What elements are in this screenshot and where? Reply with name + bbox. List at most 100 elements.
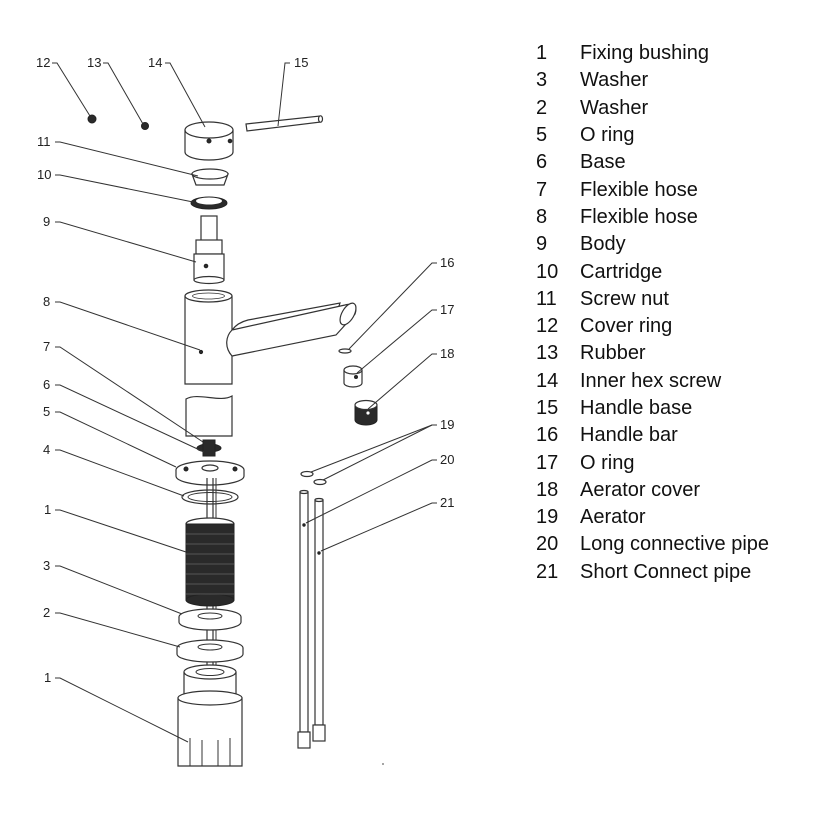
part-13-rubber [141, 122, 149, 130]
legend-number: 16 [536, 424, 559, 447]
callout-8: 8 [43, 294, 50, 309]
legend-number: 3 [536, 69, 548, 92]
legend-part-name: Washer [580, 96, 649, 119]
part-1-fixing-bushing [177, 664, 243, 767]
legend-row: 19 Aerator [536, 504, 826, 531]
legend-part-name: Handle bar [580, 424, 678, 447]
callout-10: 10 [37, 167, 51, 182]
legend-number: 5 [536, 124, 548, 147]
legend-number: 6 [536, 151, 548, 174]
part-16-o-ring [338, 348, 352, 354]
legend-part-name: Flexible hose [580, 178, 698, 201]
legend-number: 14 [536, 369, 559, 392]
callout-15: 15 [294, 55, 308, 70]
callout-9: 9 [43, 214, 50, 229]
leader-lines [52, 62, 437, 743]
part-2-washer [176, 639, 244, 663]
legend-number: 19 [536, 506, 559, 529]
legend-part-name: Screw nut [580, 287, 669, 310]
legend-number: 17 [536, 451, 559, 474]
callout-19: 19 [440, 417, 454, 432]
legend-number: 12 [536, 315, 559, 338]
legend-part-name: Cartridge [580, 260, 663, 283]
legend-number: 18 [536, 478, 559, 501]
legend-row: 10 Cartridge [536, 258, 826, 285]
callout-2: 2 [43, 605, 50, 620]
legend-row: 14 Inner hex screw [536, 368, 826, 395]
callout-12: 12 [36, 55, 50, 70]
legend-number: 13 [536, 342, 559, 365]
callout-14: 14 [148, 55, 162, 70]
callout-18: 18 [440, 346, 454, 361]
legend-row: 16 Handle bar [536, 422, 826, 449]
legend-part-name: Washer [580, 69, 649, 92]
callout-21: 21 [440, 495, 454, 510]
callout-4: 4 [43, 442, 50, 457]
legend-row: 3 Washer [536, 67, 826, 94]
part-10-ring [190, 196, 228, 210]
legend-number: 15 [536, 397, 559, 419]
legend-part-name: Base [580, 151, 626, 174]
callout-20: 20 [440, 452, 454, 467]
legend-part-name: Long connective pipe [580, 533, 770, 556]
callout-1-upper: 1 [44, 502, 51, 517]
legend-part-name: Rubber [580, 342, 646, 365]
legend-part-name: Cover ring [580, 315, 673, 338]
part-14-handle-cap [184, 121, 234, 161]
legend-number: 20 [536, 533, 559, 556]
legend-row: 17 O ring [536, 449, 826, 476]
legend-number: 21 [536, 560, 559, 583]
legend-number: 2 [536, 96, 548, 119]
legend-number: 1 [536, 42, 548, 65]
callout-17: 17 [440, 302, 454, 317]
legend-row: 20 Long connective pipe [536, 531, 826, 558]
part-8-body [184, 289, 357, 385]
legend-row: 21 Short Connect pipe [536, 559, 826, 586]
callout-5: 5 [43, 404, 50, 419]
part-4-gasket [181, 489, 239, 505]
callout-16: 16 [440, 255, 454, 270]
callout-11: 11 [37, 134, 51, 149]
part-21-short-pipe [312, 497, 326, 742]
callout-6: 6 [43, 377, 50, 392]
legend-row: 11 Screw nut [536, 286, 826, 313]
legend-part-name: Aerator [580, 506, 646, 529]
part-12-cover-ring [87, 114, 97, 124]
part-17-aerator-ring [343, 365, 363, 388]
legend-row: 2 Washer [536, 95, 826, 122]
legend-row: 13 Rubber [536, 340, 826, 367]
legend-part-name: Aerator cover [580, 478, 701, 501]
part-9-cartridge [193, 215, 225, 285]
legend-row: 9 Body [536, 231, 826, 258]
part-20-long-pipe [297, 489, 311, 749]
part-3-washer [178, 608, 242, 631]
callout-7: 7 [43, 339, 50, 354]
legend-part-name: Body [580, 233, 626, 256]
legend-part-name: Inner hex screw [580, 369, 722, 392]
legend-number: 9 [536, 233, 548, 256]
part-1-fixing-bushing-thread [185, 517, 235, 607]
legend-part-name: Short Connect pipe [580, 560, 752, 583]
part-11-screw-nut [191, 168, 229, 186]
part-7-base-block [185, 394, 233, 457]
legend-number: 11 [536, 287, 557, 310]
part-18-aerator-cover [354, 399, 378, 426]
callout-13: 13 [87, 55, 101, 70]
legend-number: 10 [536, 260, 559, 283]
legend-row: 12 Cover ring [536, 313, 826, 340]
legend-row: 7 Flexible hose [536, 176, 826, 203]
legend-part-name: O ring [580, 124, 635, 147]
part-6-base-plate [175, 460, 245, 486]
legend-part-name: O ring [580, 451, 635, 474]
legend-row: 18 Aerator cover [536, 477, 826, 504]
callout-1-lower: 1 [44, 670, 51, 685]
callout-3: 3 [43, 558, 50, 573]
legend-number: 7 [536, 178, 548, 201]
legend-row: 6 Base [536, 149, 826, 176]
legend-row: 5 O ring [536, 122, 826, 149]
